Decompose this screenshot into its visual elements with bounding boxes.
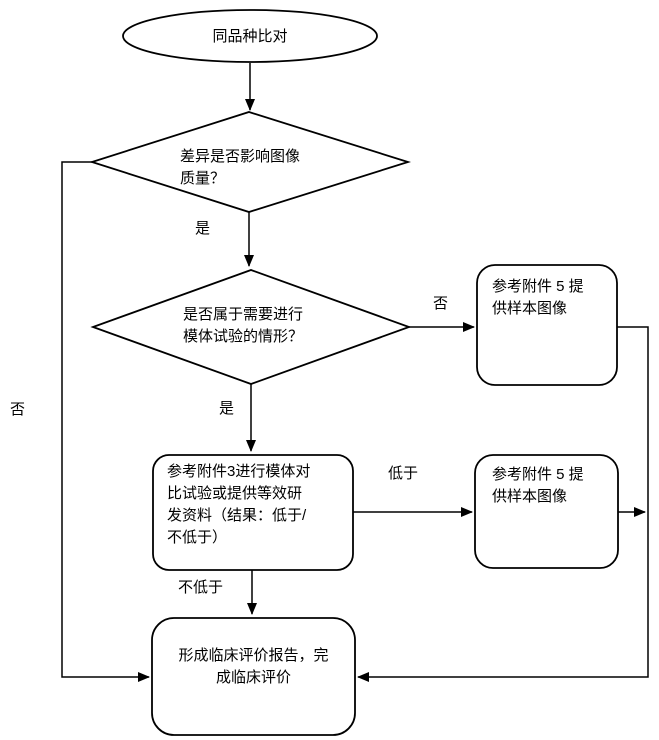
box-sample-images-top-label: 参考附件 5 提 供样本图像: [492, 278, 584, 317]
start-terminator-shape: [122, 9, 378, 63]
box-phantom-comparison-label: 参考附件3进行模体对 比试验或提供等效研 发资料（结果：低于/ 不低于）: [167, 463, 311, 546]
edge-label-no-left: 否: [10, 401, 26, 418]
edge-label-not-lower: 不低于: [178, 579, 224, 596]
edge-decision1-no-to-end: [61, 161, 150, 682]
edge-label-yes-1: 是: [195, 220, 211, 237]
decision-image-quality-label: 差异是否影响图像 质量？: [180, 148, 301, 187]
start-label: 同品种比对: [212, 28, 288, 45]
end-clinical-evaluation-label: 形成临床评价报告，完 成临床评价: [178, 647, 329, 686]
edge-right-rail-to-end: [357, 326, 649, 682]
edge-label-yes-2: 是: [219, 400, 235, 417]
edge-label-lower: 低于: [388, 465, 419, 482]
decision-phantom-case-label: 是否属于需要进行 模体试验的情形？: [183, 306, 304, 345]
box-sample-images-top-shape: [476, 264, 618, 386]
end-terminator-shape: [151, 617, 356, 736]
edge-label-no-right: 否: [433, 295, 449, 312]
box-sample-images-mid-label: 参考附件 5 提 供样本图像: [492, 466, 584, 505]
